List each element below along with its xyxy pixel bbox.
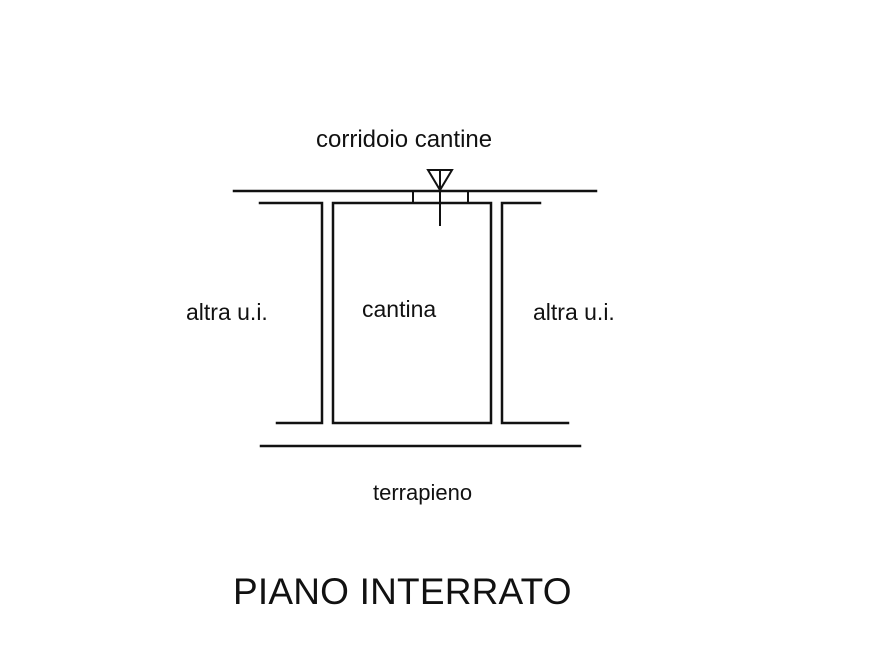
left-unit-label: altra u.i. (186, 299, 268, 325)
left-unit-wall (258, 201, 324, 425)
ground-label: terrapieno (373, 480, 473, 505)
right-unit-label: altra u.i. (533, 299, 615, 325)
right-unit-wall (500, 201, 570, 425)
corridor-label: corridoio cantine (316, 126, 493, 153)
plan-title: PIANO INTERRATO (233, 571, 572, 612)
room-label: cantina (362, 296, 437, 322)
